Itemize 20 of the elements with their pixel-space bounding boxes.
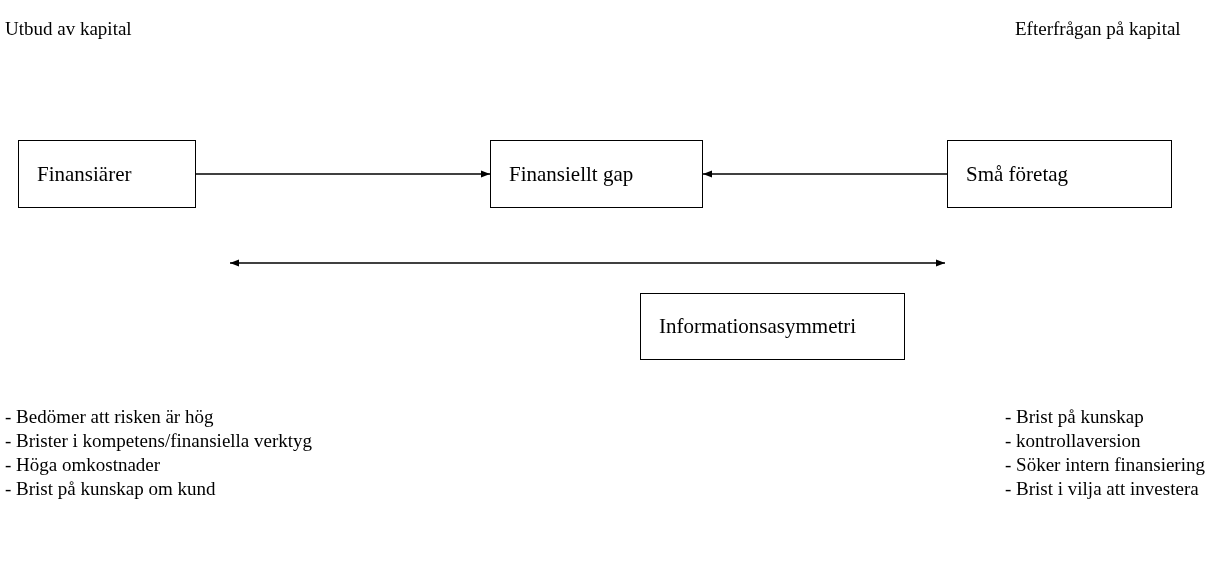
heading-label: Utbud av kapital bbox=[5, 18, 132, 40]
node-label: Små företag bbox=[966, 161, 1069, 187]
node-label: Informationsasymmetri bbox=[659, 314, 857, 339]
arrow bbox=[195, 170, 491, 178]
list-item: - kontrollaversion bbox=[1005, 430, 1141, 452]
node-label: Finansiellt gap bbox=[509, 161, 634, 187]
list-item: - Bedömer att risken är hög bbox=[5, 406, 214, 428]
list-item: - Brist på kunskap bbox=[1005, 406, 1144, 428]
process-box bbox=[18, 140, 196, 208]
list-item: - Brister i kompetens/finansiella verktyg bbox=[5, 430, 313, 452]
arrow bbox=[702, 170, 948, 178]
process-box bbox=[490, 140, 703, 208]
list-item: - Brist på kunskap om kund bbox=[5, 478, 216, 500]
process-box bbox=[947, 140, 1172, 208]
list-item: - Höga omkostnader bbox=[5, 454, 161, 476]
process-box bbox=[640, 293, 905, 360]
list-item: - Brist i vilja att investera bbox=[1005, 478, 1199, 500]
heading-label: Efterfrågan på kapital bbox=[1015, 18, 1181, 40]
list-item: - Söker intern finansiering bbox=[1005, 454, 1205, 476]
node-label: Finansiärer bbox=[37, 161, 132, 187]
